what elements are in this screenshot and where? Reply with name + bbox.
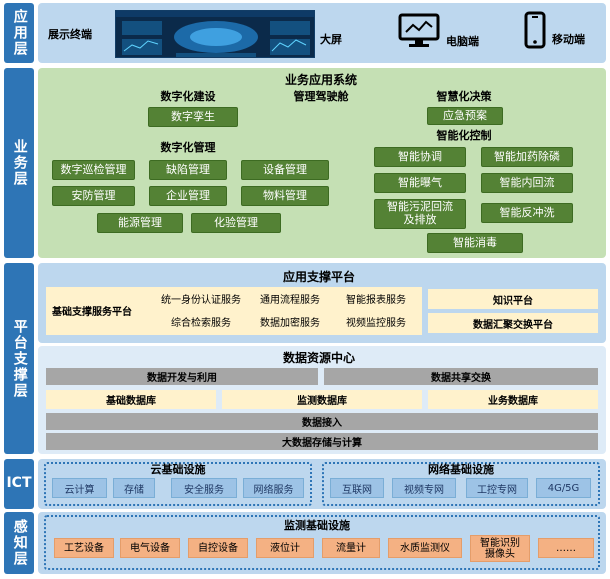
- basic-support-label: 基础支撑服务平台: [52, 307, 132, 318]
- database-box: 基础数据库: [46, 390, 216, 409]
- control-item-box: 智能加药除磷: [481, 147, 573, 167]
- sense-item-box: 智能识别摄像头: [470, 535, 530, 562]
- layer-label-platform: 平台支撑层: [4, 263, 34, 454]
- control-item-box: 智能反冲洗: [481, 203, 573, 223]
- pc-label: 电脑端: [446, 35, 479, 48]
- biz-system-title: 业务应用系统: [284, 73, 357, 87]
- network-group: [322, 462, 600, 506]
- sense-item-box: 工艺设备: [54, 538, 114, 558]
- service-item: 综合检索服务: [171, 317, 231, 329]
- network-item-box: 互联网: [330, 478, 384, 498]
- service-item: 数据加密服务: [260, 317, 320, 329]
- mgmt-item-box: 能源管理: [97, 213, 183, 233]
- display-terminal-label: 展示终端: [48, 28, 92, 41]
- data-access-box: 数据接入: [46, 413, 598, 430]
- sense-title: 监测基础设施: [284, 519, 350, 532]
- mobile-phone-icon: [524, 11, 546, 49]
- mobile-label: 移动端: [552, 33, 585, 46]
- smart-control-title: 智能化控制: [436, 129, 492, 142]
- mgmt-item-box: 物料管理: [241, 186, 329, 206]
- cloud-title: 云基础设施: [150, 463, 206, 476]
- data-share-box: 数据共享交换: [324, 368, 598, 385]
- smart-decision-title: 智慧化决策: [436, 90, 492, 103]
- sense-item-box: 自控设备: [188, 538, 248, 558]
- sense-item-box: 水质监测仪: [388, 538, 462, 558]
- data-exchange-platform-box: 数据汇聚交换平台: [428, 313, 598, 333]
- bigdata-box: 大数据存储与计算: [46, 433, 598, 450]
- big-screen-image: [115, 10, 315, 58]
- mgmt-item-box: 设备管理: [241, 160, 329, 180]
- layer-label-ict: ICT: [4, 459, 34, 509]
- app-support-title: 应用支撑平台: [282, 270, 355, 284]
- big-screen-label: 大屏: [320, 33, 342, 46]
- sense-item-box: 液位计: [256, 538, 314, 558]
- data-dev-box: 数据开发与利用: [46, 368, 318, 385]
- network-item-box: 视频专网: [392, 478, 456, 498]
- service-item: 统一身份认证服务: [161, 294, 241, 306]
- sense-item-box: 流量计: [322, 538, 380, 558]
- cloud-item-box: 安全服务: [171, 478, 237, 498]
- network-item-box: 工控专网: [466, 478, 528, 498]
- control-item-box: 智能曝气: [374, 173, 466, 193]
- monitor-icon: [398, 13, 440, 49]
- cloud-group: [44, 462, 312, 506]
- service-item: 视频监控服务: [346, 317, 406, 329]
- control-item-box: 智能协调: [374, 147, 466, 167]
- knowledge-platform-box: 知识平台: [428, 289, 598, 309]
- control-item-box: 智能内回流: [481, 173, 573, 193]
- network-title: 网络基础设施: [428, 463, 494, 476]
- sense-item-box: ……: [538, 538, 594, 558]
- mgmt-item-box: 缺陷管理: [149, 160, 227, 180]
- mgmt-item-box: 数字巡检管理: [52, 160, 135, 180]
- sense-group: [44, 515, 600, 570]
- control-item-box: 智能污泥回流及排放: [374, 199, 466, 229]
- layer-label-app: 应用层: [4, 3, 34, 63]
- emergency-plan-box: 应急预案: [427, 107, 503, 125]
- mgmt-item-box: 企业管理: [149, 186, 227, 206]
- cockpit-title: 管理驾驶舱: [293, 90, 349, 103]
- cloud-item-box: 存储: [113, 478, 155, 498]
- network-item-box: 4G/5G: [536, 478, 591, 498]
- sense-item-box: 电气设备: [120, 538, 180, 558]
- service-item: 智能报表服务: [346, 294, 406, 306]
- cloud-item-box: 云计算: [52, 478, 107, 498]
- database-box: 业务数据库: [428, 390, 598, 409]
- data-center-title: 数据资源中心: [282, 351, 355, 365]
- layer-label-biz: 业务层: [4, 68, 34, 258]
- control-item-box: 智能消毒: [427, 233, 523, 253]
- service-item: 通用流程服务: [260, 294, 320, 306]
- mgmt-item-box: 安防管理: [52, 186, 135, 206]
- digital-mgmt-title: 数字化管理: [160, 141, 216, 154]
- layer-label-sense: 感知层: [4, 512, 34, 574]
- mgmt-item-box: 化验管理: [191, 213, 281, 233]
- database-box: 监测数据库: [222, 390, 422, 409]
- digital-twin-box: 数字孪生: [148, 107, 238, 127]
- basic-support-panel: [46, 287, 422, 335]
- digital-construction-title: 数字化建设: [160, 90, 216, 103]
- cloud-item-box: 网络服务: [243, 478, 304, 498]
